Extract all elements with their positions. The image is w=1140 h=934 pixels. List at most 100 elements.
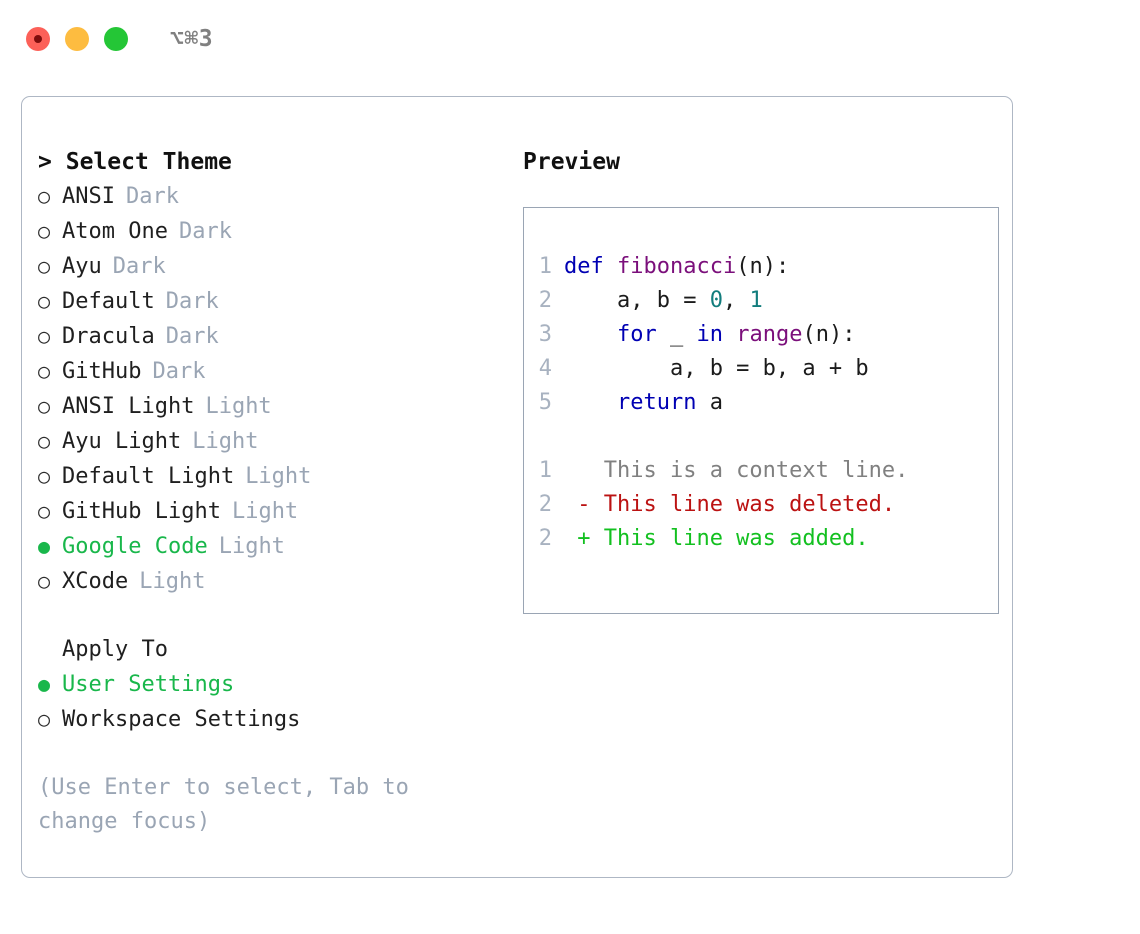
maximize-button[interactable] [104, 27, 128, 51]
preview-heading: Preview [523, 149, 620, 175]
theme-option-google-code[interactable]: ● Google Code Light [38, 529, 502, 564]
select-theme-title: > Select Theme [38, 145, 502, 179]
theme-option-label: Google Code [62, 534, 208, 559]
code-token-fn: fibonacci [616, 254, 737, 279]
theme-option-variant-badge: Dark [152, 359, 206, 384]
code-line-text: def fibonacci(n): [564, 250, 789, 284]
title-bar: ⌥⌘3 [0, 0, 1140, 78]
theme-option-variant-badge: Light [205, 394, 272, 419]
section-spacer [38, 599, 502, 633]
theme-option-label: GitHub [62, 359, 142, 384]
code-token-plain: a, b = [564, 288, 710, 313]
theme-option-atom-one[interactable]: ○ Atom One Dark [38, 214, 502, 249]
code-line: 1 def fibonacci(n): [524, 250, 998, 284]
radio-unselected-icon: ○ [38, 289, 51, 313]
apply-to-option-list: ●User Settings ○ Workspace Settings [38, 667, 502, 737]
theme-option-label: Dracula [62, 324, 155, 349]
code-token-plain [564, 390, 617, 415]
line-number: 2 [538, 288, 552, 313]
close-button[interactable] [26, 27, 50, 51]
theme-option-label: Ayu [62, 254, 102, 279]
theme-option-label: Atom One [62, 219, 168, 244]
line-number: 3 [538, 322, 552, 347]
minimize-button[interactable] [65, 27, 89, 51]
theme-option-variant-badge: Dark [112, 254, 166, 279]
radio-unselected-icon: ○ [38, 464, 51, 488]
code-line: 2 a, b = 0, 1 [524, 284, 998, 318]
apply-to-option-user-settings[interactable]: ●User Settings [38, 667, 502, 702]
theme-option-label: ANSI [62, 184, 115, 209]
radio-unselected-icon: ○ [38, 359, 51, 383]
theme-option-variant-badge: Light [231, 499, 299, 524]
theme-option-ansi[interactable]: ○ ANSI Dark [38, 179, 502, 214]
theme-option-variant-badge: Light [218, 534, 285, 559]
theme-option-label: Ayu Light [62, 429, 182, 454]
code-token-num: 0 [709, 288, 723, 313]
code-line-text: a, b = b, a + b [564, 352, 869, 386]
code-line-text: a, b = 0, 1 [564, 284, 763, 318]
line-number: 2 [538, 492, 552, 517]
apply-to-heading: Apply To [62, 637, 168, 662]
code-token-plain: a [696, 390, 723, 415]
code-line: 3 for _ in range(n): [524, 318, 998, 352]
apply-to-option-workspace-settings[interactable]: ○ Workspace Settings [38, 702, 502, 737]
code-token-fn: range [736, 322, 803, 347]
apply-to-option-label: Workspace Settings [62, 707, 301, 732]
line-number: 1 [538, 254, 552, 279]
radio-unselected-icon: ○ [38, 324, 51, 348]
line-number: 2 [538, 526, 552, 551]
code-token-plain: a, b = b, a + b [564, 356, 869, 381]
line-number: 5 [538, 390, 552, 415]
radio-unselected-icon: ○ [38, 499, 51, 523]
diff-line-text: - This line was deleted. [564, 492, 896, 517]
diff-line-del: 2 - This line was deleted. [524, 488, 998, 522]
code-token-plain: (n): [802, 322, 856, 347]
theme-option-variant-badge: Light [192, 429, 259, 454]
theme-option-label: GitHub Light [62, 499, 221, 524]
code-line: 5 return a [524, 386, 998, 420]
theme-option-github[interactable]: ○ GitHub Dark [38, 354, 502, 389]
code-token-kw: return [616, 390, 697, 415]
theme-option-label: Default [62, 289, 155, 314]
theme-option-default[interactable]: ○ Default Dark [38, 284, 502, 319]
radio-selected-icon: ● [38, 534, 51, 558]
radio-unselected-icon: ○ [38, 429, 51, 453]
diff-line-text: + This line was added. [564, 526, 869, 551]
theme-option-variant-badge: Light [139, 569, 206, 594]
code-token-kw: def [564, 254, 617, 279]
theme-option-ayu-light[interactable]: ○ Ayu Light Light [38, 424, 502, 459]
theme-option-label: XCode [62, 569, 129, 594]
code-line: 4 a, b = b, a + b [524, 352, 998, 386]
code-token-kw: in [696, 322, 723, 347]
code-token-plain: _ [656, 322, 697, 347]
theme-option-ayu[interactable]: ○ Ayu Dark [38, 249, 502, 284]
radio-unselected-icon: ○ [38, 707, 51, 731]
theme-option-variant-badge: Dark [178, 219, 232, 244]
theme-option-variant-badge: Dark [125, 184, 179, 209]
traffic-light-group [26, 27, 128, 51]
radio-unselected-icon: ○ [38, 219, 51, 243]
line-number: 4 [538, 356, 552, 381]
code-token-plain [723, 322, 736, 347]
theme-option-github-light[interactable]: ○ GitHub Light Light [38, 494, 502, 529]
radio-selected-icon: ● [38, 672, 51, 696]
code-token-kw: for [616, 322, 657, 347]
theme-option-variant-badge: Dark [165, 289, 219, 314]
preview-gap [524, 420, 998, 454]
code-token-plain [564, 322, 617, 347]
radio-unselected-icon: ○ [38, 254, 51, 278]
radio-unselected-icon: ○ [38, 184, 51, 208]
prompt-caret-icon: > [38, 149, 52, 175]
diff-line-text: This is a context line. [564, 458, 909, 483]
select-theme-title-text: Select Theme [65, 149, 232, 175]
